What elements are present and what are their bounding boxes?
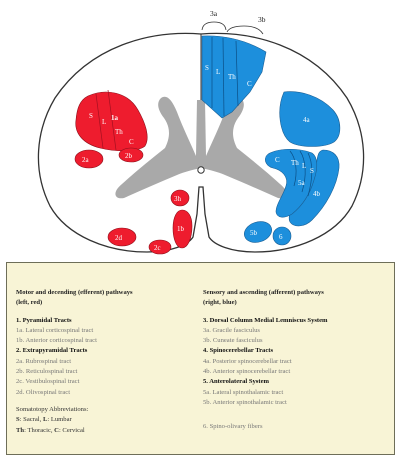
gray-matter-right (201, 96, 287, 199)
section-spinocerebellar: 4. Spinocerebellar Tracts (203, 347, 274, 355)
tract-4a (279, 91, 341, 147)
section-extrapyramidal: 2. Extrapyramidal Tracts (16, 347, 88, 355)
tract-2b (118, 147, 144, 163)
somatotopy-line1: S: Sacral, L: Lumbar (16, 416, 72, 424)
item-2d: 2d. Olivospinal tract (16, 388, 71, 396)
bracket-3a (201, 21, 227, 31)
legend-box: Motor and decending (efferent) pathways … (6, 262, 395, 455)
tract-2d (107, 227, 137, 247)
label-lat-l: L (302, 162, 306, 170)
item-5b: 5b. Anterior spinothalamic tract (203, 398, 287, 406)
tract-6 (272, 226, 292, 246)
divider-5a-1 (289, 150, 297, 187)
label-3a: 3a (210, 9, 218, 18)
label-5a: 5a (298, 179, 306, 187)
label-lat-s: S (310, 167, 314, 175)
label-6: 6 (279, 233, 283, 241)
divider-1a-1 (95, 93, 104, 149)
item-2a: 2a. Rubrospinal tract (16, 357, 72, 365)
section-dorsal-column: 3. Dorsal Column Medial Lemniscus System (203, 316, 328, 324)
item-3b: 3b. Cuneate fasciculus (203, 337, 263, 345)
label-pyr-s: S (89, 112, 93, 120)
label-pyr-1a: 1a (111, 114, 119, 122)
somatotopy-title: Somatotopy Abbreviations: (16, 405, 89, 413)
label-2d: 2d (115, 234, 123, 242)
item-3a: 3a. Gracile fasciculus (203, 326, 260, 334)
divider-3b1 (222, 37, 225, 117)
item-4b: 4b. Anterior spinocerebellar tract (203, 368, 291, 376)
tract-5a-group (265, 148, 318, 218)
label-3b: 3b (258, 15, 266, 24)
label-dorsal-l: L (216, 68, 220, 76)
section-pyramidal: 1. Pyramidal Tracts (16, 316, 72, 324)
legend-motor-column: Motor and decending (efferent) pathways … (16, 288, 201, 436)
label-4a: 4a (303, 116, 311, 124)
label-1b: 1b (177, 225, 185, 233)
item-1b: 1b. Anterior corticospinal tract (16, 337, 97, 345)
label-5b: 5b (250, 229, 258, 237)
divider-5a-2 (299, 150, 306, 193)
label-pyr-th: Th (115, 128, 123, 136)
section-anterolateral: 5. Anterolateral System (203, 378, 269, 386)
label-2a: 2a (82, 156, 90, 164)
divider-5a-3 (307, 152, 313, 197)
item-1a: 1a. Lateral corticospinal tract (16, 326, 94, 334)
tract-2a (74, 149, 104, 169)
label-4b: 4b (313, 190, 321, 198)
legend-sensory-column: Sensory and ascending (afferent) pathway… (203, 288, 388, 433)
divider-1a-2 (107, 89, 117, 151)
item-4a: 4a. Posterior spinocerebellar tract (203, 357, 292, 365)
motor-heading-line1: Motor and decending (efferent) pathways (16, 289, 133, 296)
label-3h: 3h (174, 195, 182, 203)
label-lat-c: C (275, 156, 280, 164)
somatotopy-line2: Th: Thoracic, C: Cervical (16, 426, 85, 434)
tract-3h (170, 189, 190, 207)
tract-3-dorsal-column (201, 35, 267, 119)
divider-3b2 (235, 40, 239, 107)
bracket-3b (226, 25, 264, 35)
central-canal (197, 166, 205, 174)
tract-1b (172, 209, 193, 249)
motor-heading-line2: (left, red) (16, 299, 43, 307)
tract-2c (148, 239, 172, 255)
label-lat-th: Th (291, 159, 299, 167)
tract-4b (288, 149, 340, 227)
label-dorsal-c: C (247, 80, 252, 88)
label-2c: 2c (154, 244, 161, 252)
item-2c: 2c. Vestibulospinal tract (16, 378, 80, 386)
sensory-heading-line1: Sensory and ascending (afferent) pathway… (203, 289, 324, 296)
item-6: 6. Spino-olivary fibers (203, 423, 263, 431)
label-pyr-c: C (129, 138, 134, 146)
gray-matter (115, 96, 201, 199)
label-dorsal-s: S (205, 64, 209, 72)
item-2b: 2b. Reticulospinal tract (16, 368, 78, 376)
tract-5b (244, 221, 272, 243)
label-pyr-l: L (102, 118, 106, 126)
spinal-cord-cross-section: 3a 3b S L Th C 4a 4b C Th L S 5a 5b 6 S … (37, 9, 365, 255)
label-dorsal-th: Th (228, 73, 236, 81)
label-2b: 2b (125, 152, 133, 160)
item-5a: 5a. Lateral spinothalamic tract (203, 388, 284, 396)
sensory-heading-line2: (right, blue) (203, 299, 237, 307)
